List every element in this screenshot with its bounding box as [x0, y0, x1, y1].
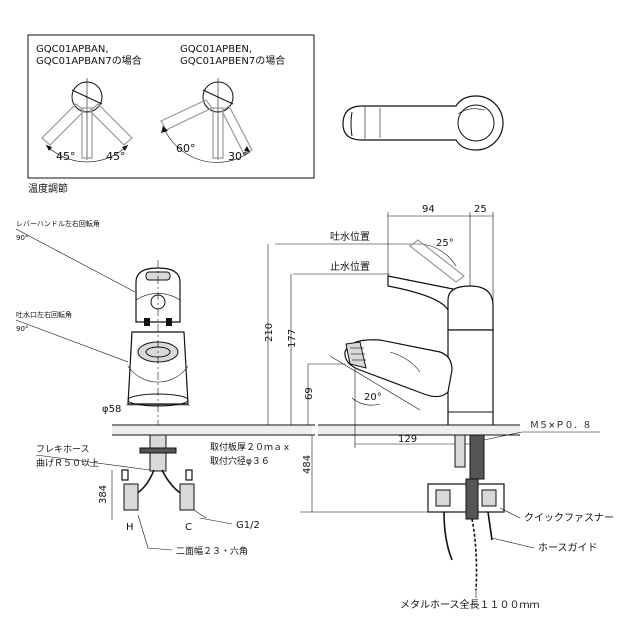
dim-384: 384 — [98, 485, 109, 504]
lever-rotation-leader — [15, 228, 136, 293]
hose-label-leader — [35, 454, 151, 471]
cold-fitting-top — [185, 469, 193, 481]
left-angle-1: 45° — [56, 150, 76, 163]
left-arc-arrow-1 — [46, 145, 52, 151]
side-spout-head — [344, 339, 453, 398]
right-lever-center — [212, 107, 224, 159]
lever-rotation-label: レバーハンドル左右回転角 — [16, 219, 100, 228]
spout-rotation-arc — [127, 365, 189, 383]
hose-guide-label: ホースガイド — [538, 542, 598, 554]
top-view-highlight — [457, 108, 486, 115]
hose-label-line1: フレキホース — [36, 444, 90, 455]
side-shank — [469, 434, 485, 480]
top-view-body — [342, 95, 504, 151]
quick-fastener-clip-right — [481, 489, 497, 507]
left-lever-diagram — [41, 78, 133, 163]
front-view: レバーハンドル左右回転角 90° 吐水口左右回転角 90° φ58 — [15, 219, 315, 557]
right-arc-arrow-1 — [161, 126, 168, 133]
front-nut — [139, 447, 177, 454]
right-model-line-1: GQC01APBEN, — [180, 44, 252, 55]
top-view-lever-tip — [350, 111, 353, 137]
cold-connector-line — [193, 509, 207, 519]
thread-g12: G1/2 — [236, 520, 260, 531]
spout-rotation-leader — [15, 319, 129, 363]
wrench-size: 二面幅２３・六角 — [176, 545, 248, 557]
dim-69: 69 — [304, 387, 315, 400]
top-view — [342, 95, 504, 151]
right-angle-2: 30° — [228, 150, 248, 163]
right-lever-edge — [202, 89, 234, 105]
left-arc-arrow-2 — [122, 145, 128, 151]
angle-20-line — [329, 355, 421, 411]
left-lever-center — [81, 107, 93, 159]
cold-fitting — [179, 483, 195, 511]
spout-rotation-value: 90° — [16, 325, 28, 333]
left-lever-edge — [71, 89, 103, 105]
right-model-line-2: GQC01APBEN7の場合 — [180, 54, 285, 67]
h-label: H — [126, 522, 134, 533]
temperature-caption: 温度調節 — [28, 182, 68, 195]
c-label: C — [185, 522, 192, 533]
spout-nozzle-face — [345, 341, 367, 369]
hot-fitting — [123, 483, 139, 511]
spout-closed-label: 止水位置 — [330, 260, 370, 273]
right-lever-diagram — [160, 78, 253, 163]
hose-guide-line — [487, 511, 493, 541]
quick-fastener-label: クイックファスナー — [524, 512, 614, 524]
plate-thickness: 取付板厚２０ｍａｘ — [210, 441, 291, 453]
hose-label-line2: 曲げＲ５０以上 — [36, 458, 99, 469]
temperature-box-frame — [27, 34, 315, 179]
side-body-top — [447, 285, 494, 331]
angle-25: 25° — [436, 238, 454, 249]
wrench-leader — [137, 514, 173, 551]
right-arc-arrow-2 — [244, 146, 250, 152]
counter-fill — [112, 425, 312, 435]
thread-leader — [199, 517, 233, 525]
diameter-58: φ58 — [102, 404, 121, 415]
spout-contour — [389, 351, 421, 373]
lever-rotation-value: 90° — [16, 234, 28, 242]
side-stud-bolt — [454, 434, 466, 468]
quick-fastener-leader — [499, 507, 521, 519]
left-lever-right — [89, 103, 133, 146]
hole-diameter: 取付穴径φ３６ — [210, 455, 270, 467]
quick-fastener-clip-left — [435, 489, 451, 507]
dim-484: 484 — [302, 455, 313, 474]
thread-m5-leader — [483, 431, 600, 441]
hot-fitting-top — [121, 469, 129, 481]
dim-25: 25 — [474, 204, 487, 215]
left-angle-2: 45° — [106, 150, 126, 163]
left-model-line-1: GQC01APBAN, — [36, 44, 109, 55]
hose-guide-leader — [491, 537, 535, 549]
temperature-adjustment-box: GQC01APBAN, GQC01APBAN7の場合 45° 45° GQC01… — [27, 34, 315, 195]
right-angle-1: 60° — [176, 142, 196, 155]
quick-fastener-core — [465, 478, 479, 520]
cold-indicator — [166, 318, 172, 326]
dim-177: 177 — [287, 329, 298, 348]
left-angle-arc — [45, 144, 129, 163]
left-lever-left — [41, 103, 85, 146]
metal-hose-label: メタルホース全長１１００ｍｍ — [400, 598, 540, 611]
right-lever-right — [221, 105, 253, 155]
lever-open-position — [409, 239, 465, 283]
side-view: 94 25 吐水位置 止水位置 25° 20° 210 177 — [264, 204, 614, 611]
hose-left — [443, 511, 453, 561]
top-view-base-ring — [457, 104, 495, 142]
angle-20: 20° — [364, 392, 382, 403]
metal-hose — [471, 518, 478, 591]
dim-210: 210 — [264, 323, 275, 342]
thread-m5: Ｍ５×Ｐ０．８ — [530, 421, 592, 431]
dim-129: 129 — [398, 434, 417, 445]
right-angle-arc — [162, 125, 251, 163]
dim-94: 94 — [422, 204, 435, 215]
left-model-line-2: GQC01APBAN7の場合 — [36, 54, 142, 67]
spout-open-label: 吐水位置 — [330, 230, 370, 243]
spout-rotation-label: 吐水口左右回転角 — [16, 310, 72, 319]
hot-indicator — [144, 318, 150, 326]
side-counter-fill — [318, 425, 520, 435]
right-lever-left — [160, 99, 213, 131]
